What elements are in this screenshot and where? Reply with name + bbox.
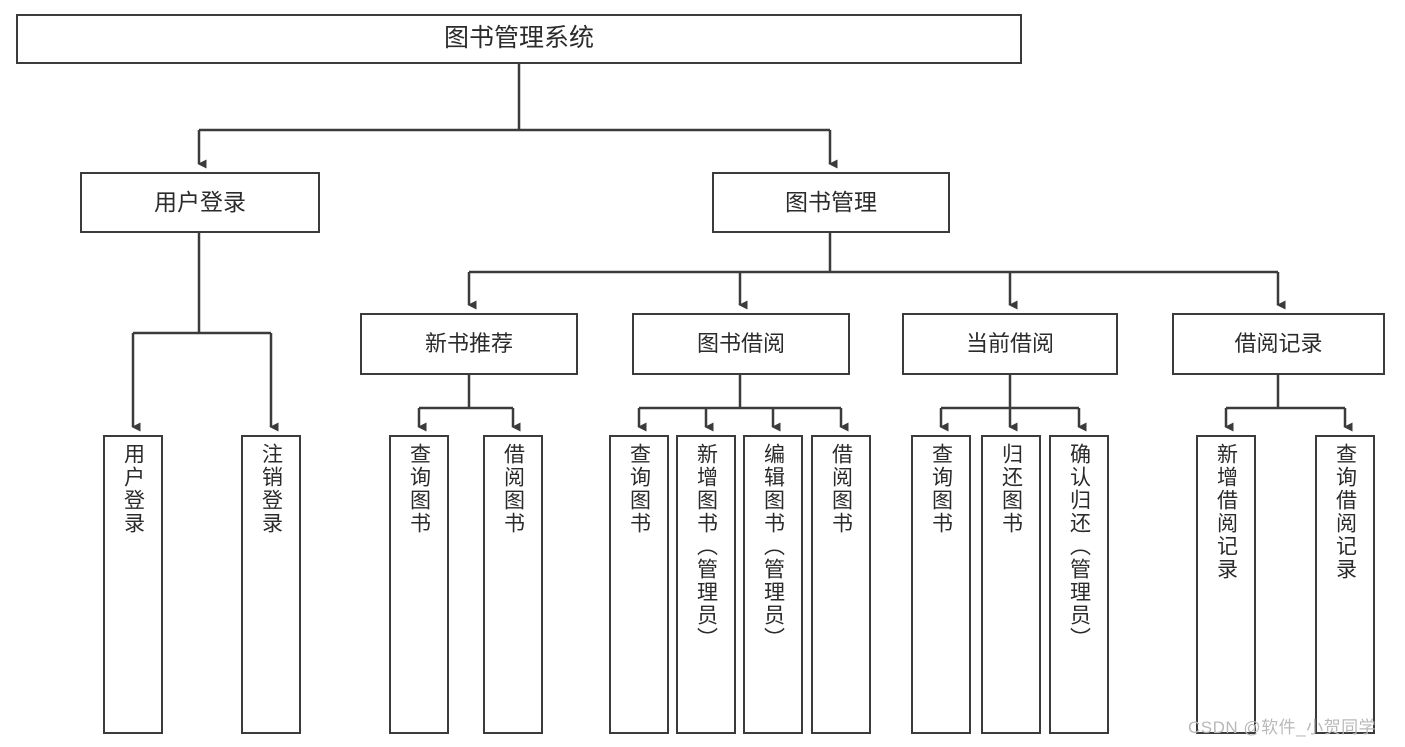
leaf-user-login[interactable]: 用户登录: [103, 435, 163, 734]
node-current-borrow-label: 当前借阅: [965, 331, 1054, 357]
node-current-borrow[interactable]: 当前借阅: [902, 313, 1118, 375]
leaf-query-record[interactable]: 查询借阅记录: [1315, 435, 1375, 734]
leaf-query-book-2[interactable]: 查询图书: [609, 435, 669, 734]
node-book-borrow-label: 图书借阅: [696, 331, 785, 357]
csdn-watermark: CSDN @软件_小贺同学: [1188, 718, 1377, 737]
leaf-add-book[interactable]: 新增图书（管理员）: [676, 435, 736, 734]
node-new-book-recommend[interactable]: 新书推荐: [360, 313, 578, 375]
leaf-add-record-label: 新增借阅记录: [1214, 443, 1238, 581]
leaf-edit-book-label: 编辑图书（管理员）: [761, 443, 785, 650]
leaf-borrow-book-1-label: 借阅图书: [501, 443, 525, 535]
node-new-book-recommend-label: 新书推荐: [424, 331, 513, 357]
node-user-login-label: 用户登录: [154, 188, 246, 215]
leaf-query-book-3[interactable]: 查询图书: [911, 435, 971, 734]
leaf-borrow-book-1[interactable]: 借阅图书: [483, 435, 543, 734]
leaf-query-record-label: 查询借阅记录: [1333, 443, 1357, 581]
node-root[interactable]: 图书管理系统: [16, 14, 1022, 64]
leaf-borrow-book-2-label: 借阅图书: [829, 443, 853, 535]
leaf-query-book-2-label: 查询图书: [627, 443, 651, 535]
leaf-logout-label: 注销登录: [259, 443, 283, 535]
node-book-borrow[interactable]: 图书借阅: [632, 313, 850, 375]
leaf-add-record[interactable]: 新增借阅记录: [1196, 435, 1256, 734]
node-book-management[interactable]: 图书管理: [712, 172, 950, 233]
node-root-label: 图书管理系统: [443, 24, 594, 53]
node-book-management-label: 图书管理: [785, 188, 877, 215]
leaf-confirm-return[interactable]: 确认归还（管理员）: [1049, 435, 1109, 734]
node-borrow-record-label: 借阅记录: [1234, 331, 1323, 357]
leaf-borrow-book-2[interactable]: 借阅图书: [811, 435, 871, 734]
leaf-confirm-return-label: 确认归还（管理员）: [1067, 443, 1091, 650]
node-user-login[interactable]: 用户登录: [80, 172, 320, 233]
leaf-query-book-3-label: 查询图书: [929, 443, 953, 535]
leaf-user-login-label: 用户登录: [121, 443, 145, 535]
leaf-return-book-label: 归还图书: [999, 443, 1023, 535]
leaf-query-book-1-label: 查询图书: [407, 443, 431, 535]
leaf-add-book-label: 新增图书（管理员）: [694, 443, 718, 650]
leaf-query-book-1[interactable]: 查询图书: [389, 435, 449, 734]
leaf-edit-book[interactable]: 编辑图书（管理员）: [743, 435, 803, 734]
node-borrow-record[interactable]: 借阅记录: [1172, 313, 1385, 375]
leaf-logout[interactable]: 注销登录: [241, 435, 301, 734]
leaf-return-book[interactable]: 归还图书: [981, 435, 1041, 734]
